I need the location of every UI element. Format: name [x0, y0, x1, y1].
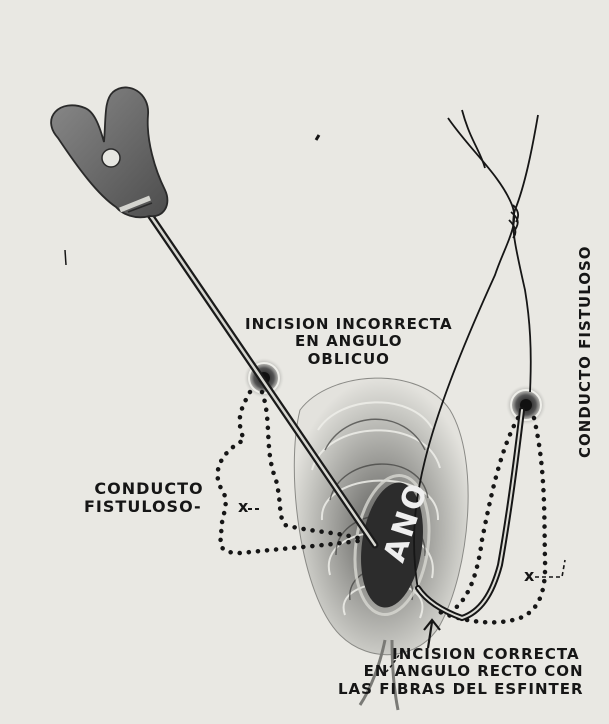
left-fistula-line-2: FISTULOSO- — [50, 498, 204, 516]
correct-line-1: INCISION CORRECTA — [338, 646, 584, 663]
correct-line-2: EN ANGULO RECTO CON — [338, 663, 584, 680]
incorrect-incision-label: INCISION INCORRECTA EN ANGULO OBLICUO — [245, 316, 453, 368]
correct-line-3: LAS FIBRAS DEL ESFINTER — [338, 681, 584, 698]
incorrect-line-1: INCISION INCORRECTA — [245, 316, 453, 333]
right-fistula-opening — [506, 385, 546, 425]
specks — [316, 135, 319, 140]
left-fistula-line-1: CONDUCTO — [50, 480, 204, 498]
incorrect-line-3: OBLICUO — [245, 351, 453, 368]
left-cross-mark: x — [238, 497, 249, 516]
correct-incision-label: INCISION CORRECTA EN ANGULO RECTO CON LA… — [338, 646, 584, 698]
right-leader — [535, 560, 565, 577]
incorrect-line-2: EN ANGULO — [245, 333, 453, 350]
speck-left — [65, 250, 66, 265]
left-fistula-label: CONDUCTO FISTULOSO- — [50, 480, 204, 517]
right-fistula-label: CONDUCTO FISTULOSO — [577, 245, 594, 458]
right-cross-mark: x — [524, 566, 535, 585]
